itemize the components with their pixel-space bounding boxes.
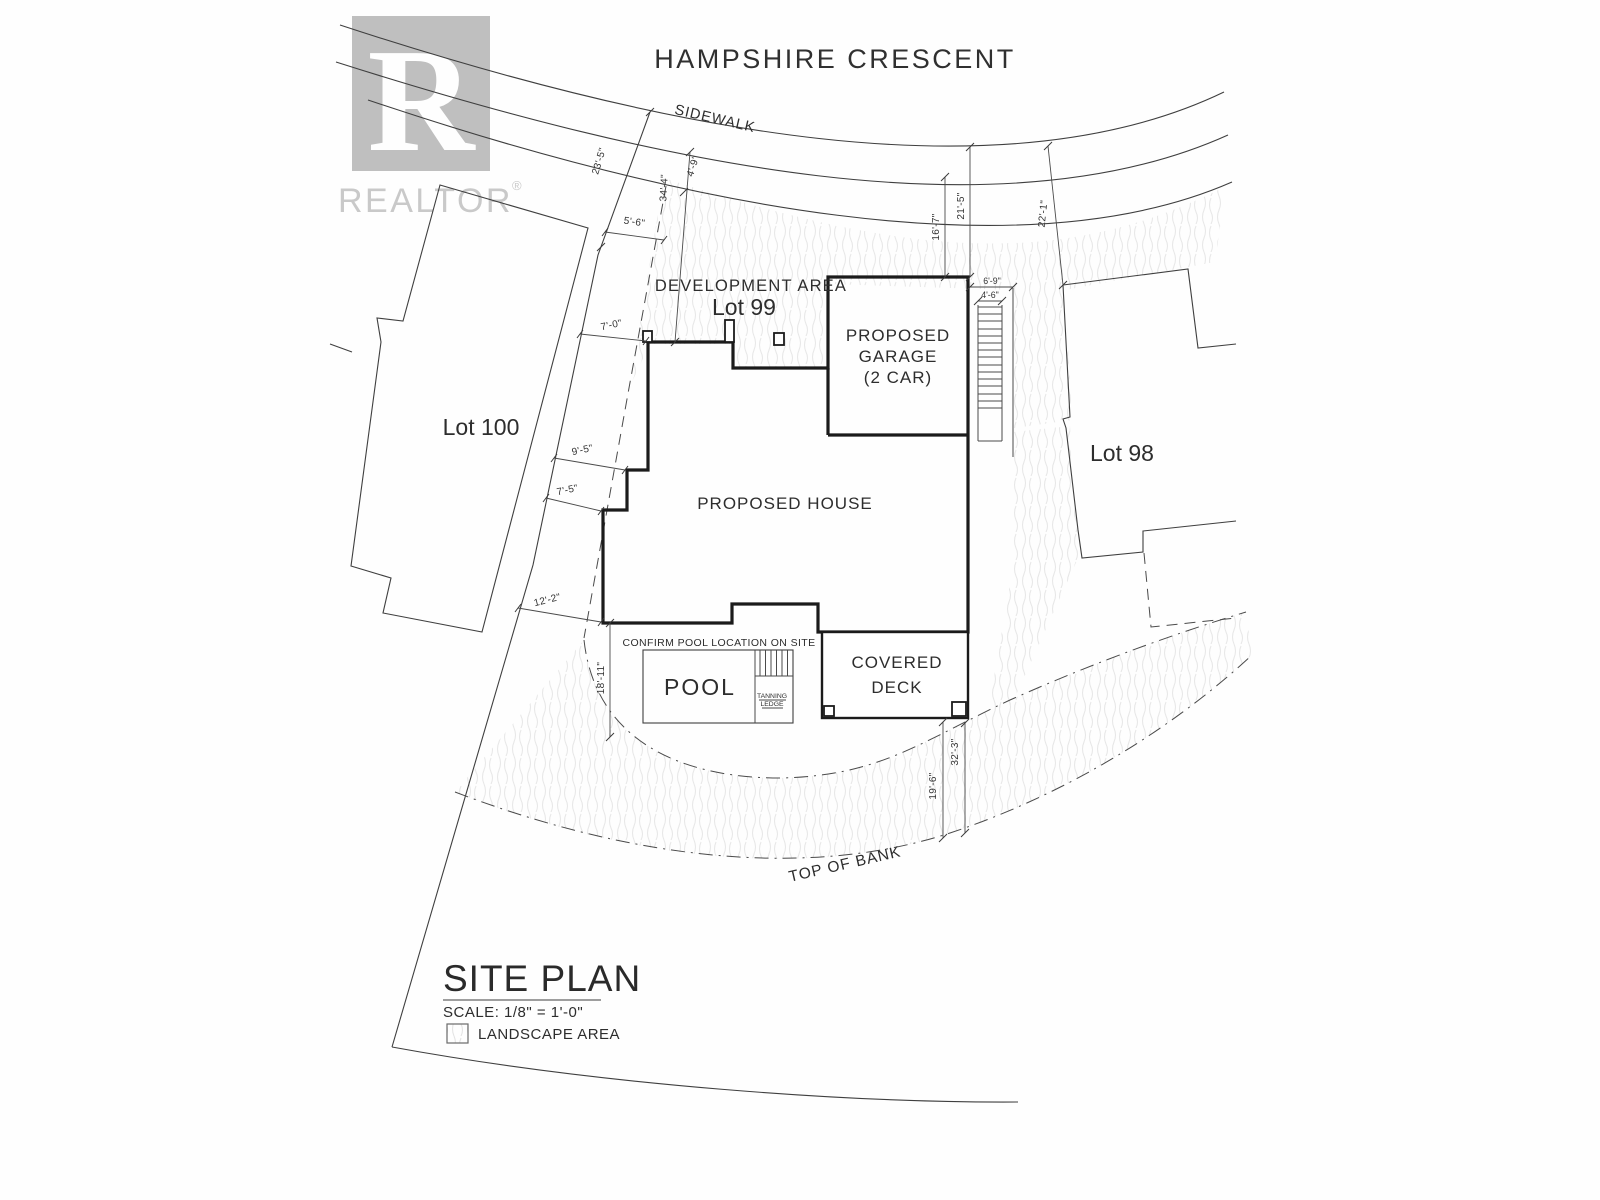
pool-label: POOL: [664, 674, 736, 700]
sidewalk-south-line: [367, 99, 1233, 226]
sidewalk-label: SIDEWALK: [673, 102, 757, 136]
development-area-label: DEVELOPMENT AREA: [655, 277, 847, 295]
rear-lot-boundary-line: [391, 1046, 1019, 1103]
tanning-ledge-hatch: [755, 650, 793, 677]
realtor-watermark-text: REALTOR: [338, 182, 513, 220]
covered-deck-outline: [820, 630, 970, 720]
scale-label: SCALE: 1/8" = 1'-0": [443, 1004, 583, 1021]
garage-label-line1: PROPOSED: [846, 326, 950, 345]
dim-label: 19'-6": [928, 772, 939, 799]
dim-6-9: 6'-9": [965, 276, 1018, 292]
dim-19-6: 19'-6": [928, 717, 948, 843]
dim-21-5: 21'-5": [956, 142, 975, 282]
dim-label: 9'-5": [571, 443, 594, 458]
landscape-hatch-areas: [455, 178, 1252, 859]
lot-98: Lot 98: [1062, 268, 1237, 628]
dimension-annotations: 23'-5" 4'-9" 34'-4" 5'-6" 7'-0" 9'-5": [514, 107, 1068, 843]
road-edge-line: [339, 24, 1225, 147]
right-yard-landscape-area: [988, 426, 1079, 712]
dim-4-6: 4'-6": [973, 290, 1007, 306]
street-name-label: HAMPSHIRE CRESCENT: [654, 44, 1016, 74]
lot-100-label: Lot 100: [443, 414, 520, 440]
proposed-house-footprint: [601, 275, 970, 634]
dim-label: 12'-2": [533, 592, 562, 609]
pool-outline: [642, 649, 794, 724]
dim-7-5: 7'-5": [542, 483, 605, 516]
landscape-legend-swatch: [446, 1023, 469, 1044]
garage-label-line2: GARAGE: [859, 347, 938, 366]
pool-note-label: CONFIRM POOL LOCATION ON SITE: [622, 637, 815, 649]
deck-corner-post: [823, 705, 835, 717]
development-area-curve-line: [583, 611, 1247, 779]
dim-9-5: 9'-5": [550, 443, 629, 475]
proposed-house-label: PROPOSED HOUSE: [697, 494, 873, 513]
lot-98-label: Lot 98: [1090, 440, 1154, 466]
post-marker: [773, 332, 785, 346]
realtor-watermark: R REALTOR ®: [338, 16, 522, 220]
covered-deck-label-line2: DECK: [871, 678, 922, 697]
covered-deck-label-line1: COVERED: [851, 653, 942, 672]
deck-corner-post: [951, 701, 967, 717]
dim-34-4: 4'-9" 34'-4": [658, 147, 702, 347]
lot-98-house-outline-left: [1062, 284, 1237, 559]
dim-7-0: 7'-0": [576, 318, 650, 346]
tanning-ledge-label-line1: TANNING: [757, 693, 787, 700]
development-area-dashed-line: [583, 185, 667, 639]
dim-label: 22'-1": [1037, 199, 1051, 227]
lot-100: Lot 100: [350, 184, 589, 633]
front-yard-landscape-area: [629, 178, 1226, 428]
garage-side-stairs: [977, 288, 1014, 457]
dim-16-7: 16'-7": [931, 172, 950, 282]
dim-12-2: 12'-2": [514, 592, 605, 627]
dim-label: 6'-9": [983, 276, 1001, 286]
registered-trademark-icon: ®: [512, 178, 522, 193]
dim-22-1: 22'-1": [1037, 141, 1068, 290]
landscape-legend-label: LANDSCAPE AREA: [478, 1026, 620, 1043]
tanning-ledge-label-line2: LEDGE: [760, 701, 784, 708]
dim-label: 4'-6": [981, 290, 999, 300]
lot-98-house-outline-top: [1062, 268, 1237, 349]
dim-label: 5'-6": [623, 216, 646, 230]
pool-area: TANNING LEDGE CONFIRM POOL LOCATION ON S…: [622, 637, 815, 724]
sheet-title: SITE PLAN: [443, 958, 641, 999]
west-lot-boundary-line: [391, 111, 651, 1048]
dim-label: 21'-5": [956, 192, 967, 219]
dim-5-6: 5'-6": [601, 216, 668, 245]
dim-32-3: 32'-3": [950, 718, 970, 838]
bank-landscape-area: [455, 612, 1252, 859]
title-block: SITE PLAN SCALE: 1/8" = 1'-0" LANDSCAPE …: [443, 958, 641, 1044]
dim-label: 16'-7": [931, 213, 942, 240]
lot-99-proposed-buildings: TANNING LEDGE CONFIRM POOL LOCATION ON S…: [601, 275, 1014, 724]
parcel-boundaries: [329, 111, 1019, 1103]
dim-label: 7'-0": [600, 318, 623, 333]
margin-line: [329, 343, 353, 353]
lot-98-dashed-outline: [1143, 552, 1237, 628]
wall-pilaster: [724, 319, 735, 343]
dim-label: 32'-3": [950, 738, 961, 765]
dim-label: 4'-9": [685, 154, 702, 178]
lot-100-house-outline: [350, 184, 589, 633]
dim-label: 34'-4": [658, 174, 670, 202]
sidewalk-north-line: [335, 61, 1229, 186]
dim-label: 7'-5": [556, 483, 579, 498]
wall-pilaster: [642, 330, 653, 343]
top-of-bank-line: [454, 654, 1253, 859]
realtor-logo-block: [352, 16, 490, 171]
dim-label: 23'-5": [590, 146, 609, 175]
realtor-logo-r-icon: R: [368, 19, 477, 183]
dim-18-11: 18'-11": [596, 618, 615, 742]
lot-99-label: Lot 99: [712, 294, 776, 320]
garage-label-line3: (2 CAR): [864, 368, 932, 387]
dim-label: 18'-11": [596, 662, 607, 695]
